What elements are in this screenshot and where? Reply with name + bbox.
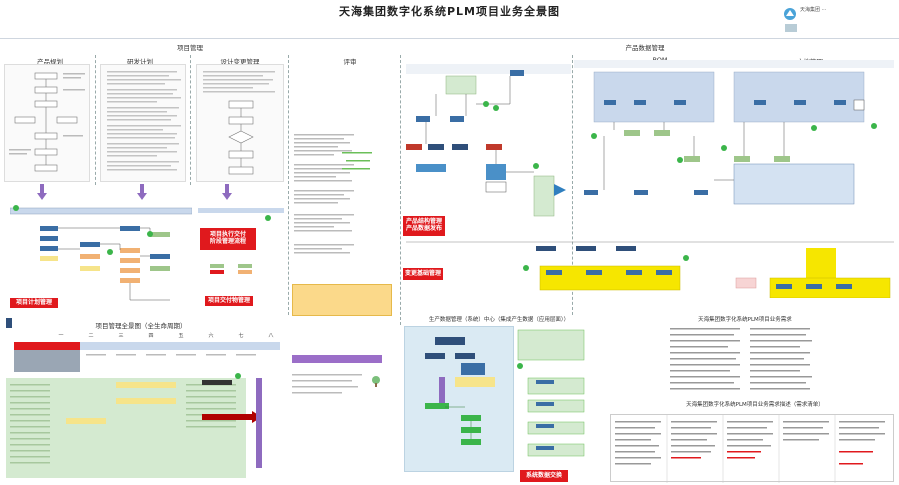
col-header-4: 评审 xyxy=(343,58,357,66)
phase-label: 三 xyxy=(118,333,124,339)
doc-flowchart-1 xyxy=(4,64,90,182)
section-product-mgmt: 产品数据管理 xyxy=(625,44,665,52)
side-tag xyxy=(6,318,12,328)
separator xyxy=(190,55,191,185)
product-structure-diagram xyxy=(406,64,571,264)
plm-title: 天海集团数字化系统PLM项目业务需求 xyxy=(698,317,792,323)
label-proj-plan: 项目计划管理 xyxy=(10,298,58,308)
label-proj-deliver: 项目交付物管理 xyxy=(205,296,253,306)
integration-title: 生产数据管理（系统）中心（集成产生数据（应用层面）） xyxy=(428,317,570,323)
down-arrow-icon xyxy=(137,184,147,200)
col-header-2: 研发计划 xyxy=(127,58,153,66)
tree-icon xyxy=(370,372,382,387)
seal-icon xyxy=(785,24,797,32)
label-prod-struct: 产品结构管理 产品数据发布 xyxy=(403,216,445,236)
phase-label: 二 xyxy=(88,333,94,339)
project-flow-diagram xyxy=(9,204,193,310)
plm-requirements-list xyxy=(670,326,830,396)
deliverables-panel xyxy=(198,206,284,296)
phase-label: 七 xyxy=(238,333,244,339)
gantt-panel: 项目管理全景图（全生命周期） 一 二 三 四 五 六 七 八 xyxy=(6,318,288,483)
label-proj-exec: 项目执行交付 阶段管理流程 xyxy=(200,228,256,250)
phase-label: 五 xyxy=(178,333,184,339)
company-logo xyxy=(783,6,797,20)
integration-panel xyxy=(404,326,514,472)
section-project-mgmt: 项目管理 xyxy=(177,44,203,52)
gantt-phase-row: 一 二 三 四 五 六 七 八 xyxy=(46,332,286,340)
separator xyxy=(400,55,401,325)
page-title: 天海集团数字化系统PLM项目业务全景图 xyxy=(338,5,561,18)
gantt-title: 项目管理全景图（全生命周期） xyxy=(95,322,187,330)
down-arrow-icon xyxy=(222,184,232,200)
separator xyxy=(288,55,289,315)
phase-label: 六 xyxy=(208,333,214,339)
review-footer-text xyxy=(292,372,382,402)
separator xyxy=(572,55,573,315)
integration-side-blocks xyxy=(516,326,586,472)
col-header-1: 产品规划 xyxy=(37,58,63,66)
review-text-block xyxy=(292,64,396,264)
col-header-3: 设计变更管理 xyxy=(220,58,260,66)
phase-label: 一 xyxy=(58,333,64,339)
phase-label: 四 xyxy=(148,333,154,339)
product-data-diagram xyxy=(574,60,894,300)
plm-subtitle: 天海集团数字化系统PLM项目业务需求描述（需求清单） xyxy=(686,402,824,408)
logo-caption: 天海集团 ··· xyxy=(800,7,827,13)
separator xyxy=(95,55,96,185)
review-note-box xyxy=(292,284,392,316)
phase-label: 八 xyxy=(268,333,274,339)
label-integration-footer: 系统数据交换 xyxy=(520,470,568,482)
plm-requirements-table xyxy=(610,414,894,483)
top-divider xyxy=(0,38,899,39)
label-change-mgmt: 变更基础管理 xyxy=(403,268,443,280)
review-purple-bar xyxy=(292,355,382,363)
doc-flowchart-2 xyxy=(196,64,284,182)
down-arrow-icon xyxy=(37,184,47,200)
doc-text-1 xyxy=(100,64,186,182)
bom-band xyxy=(406,238,894,299)
